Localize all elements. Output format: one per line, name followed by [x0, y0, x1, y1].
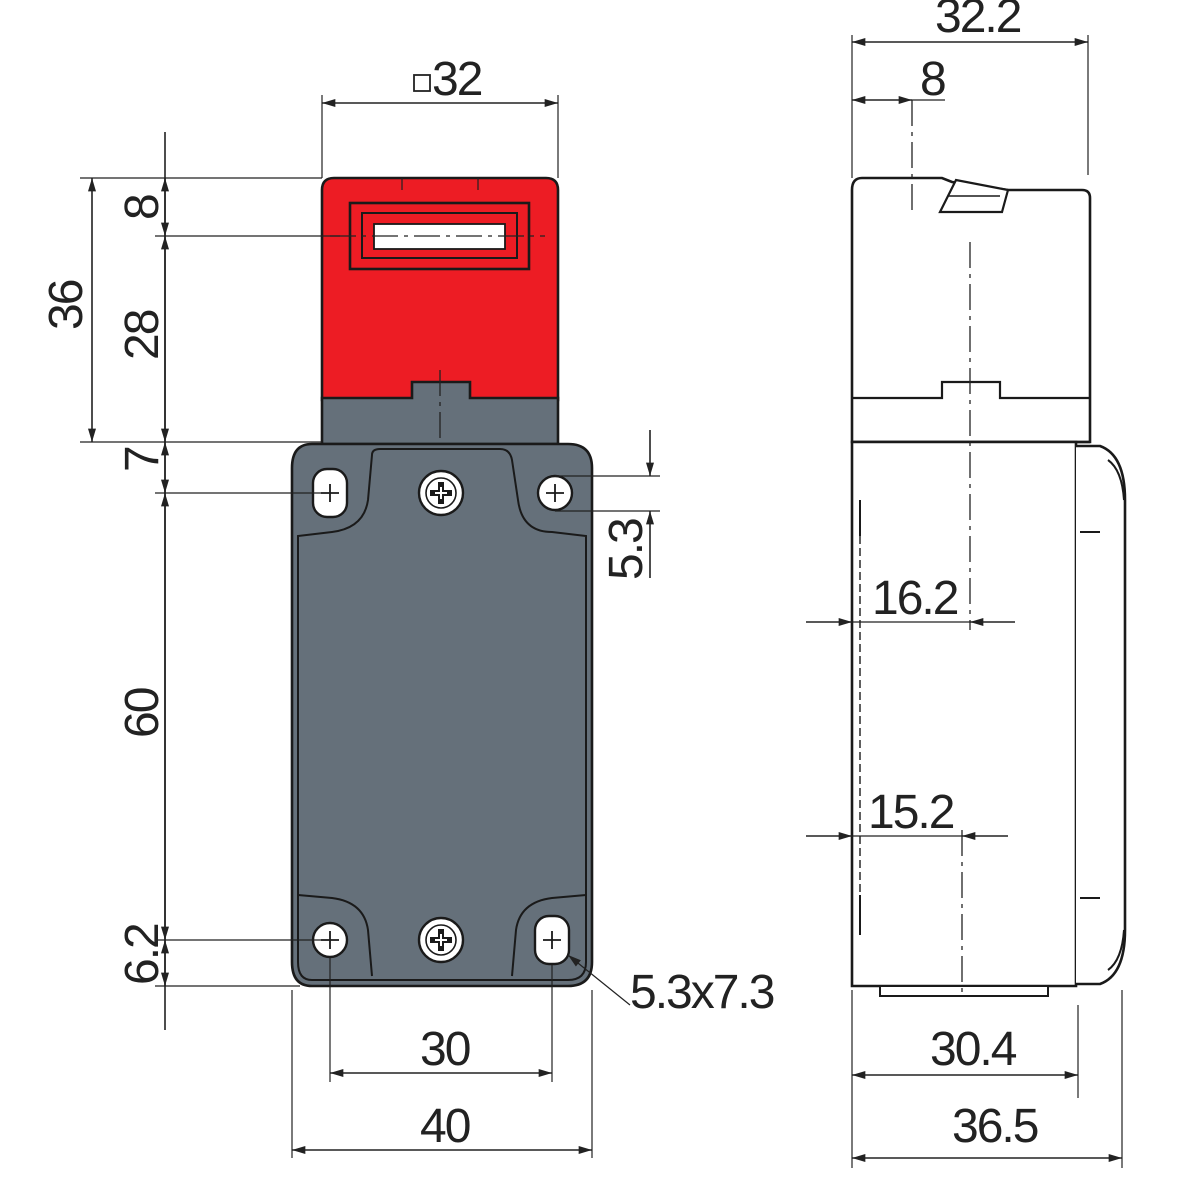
- side-head: [850, 176, 1092, 444]
- dim-total-depth: 32.2: [935, 0, 1021, 43]
- mounting-hole-top-right: [536, 474, 574, 512]
- dim-slot-hole: 5.3x7.3: [630, 966, 774, 1019]
- mounting-hole-slot-bottom-right: [533, 914, 571, 966]
- dim-hole-spacing-h: 30: [420, 1023, 470, 1076]
- dim-slot-offset: 8: [116, 195, 169, 220]
- cover-screw-bottom: [417, 916, 465, 964]
- side-view: 32.2 8 16.2 15.2 30.4 36.5: [806, 0, 1127, 1168]
- dim-lower-centre: 15.2: [868, 786, 954, 839]
- dim-overall-depth: 36.5: [952, 1100, 1038, 1153]
- actuator-head: [320, 176, 560, 446]
- side-dimensions: 32.2 8 16.2 15.2 30.4 36.5: [806, 0, 1123, 1168]
- dim-head-height: 28: [116, 310, 169, 360]
- dim-slot-depth: 8: [920, 53, 945, 106]
- front-dimensions: 32 36 8 28 7 60 6.2: [40, 53, 776, 1158]
- dim-top-width: 32: [432, 53, 482, 106]
- cover-screw-top: [417, 469, 465, 517]
- dim-body-depth: 30.4: [930, 1023, 1017, 1076]
- dim-body-width: 40: [420, 1100, 470, 1153]
- side-body: [850, 440, 1078, 988]
- front-view: 32 36 8 28 7 60 6.2: [40, 53, 776, 1158]
- switch-body: [290, 442, 594, 988]
- dim-bottom-hole: 6.2: [116, 924, 169, 985]
- dim-total-height: 36: [40, 280, 93, 330]
- dim-upper-centre: 16.2: [872, 572, 958, 625]
- dim-hole-dia: 5.3: [600, 519, 653, 580]
- dim-hole-spacing-v: 60: [116, 688, 169, 738]
- dim-top-hole: 7: [116, 447, 169, 472]
